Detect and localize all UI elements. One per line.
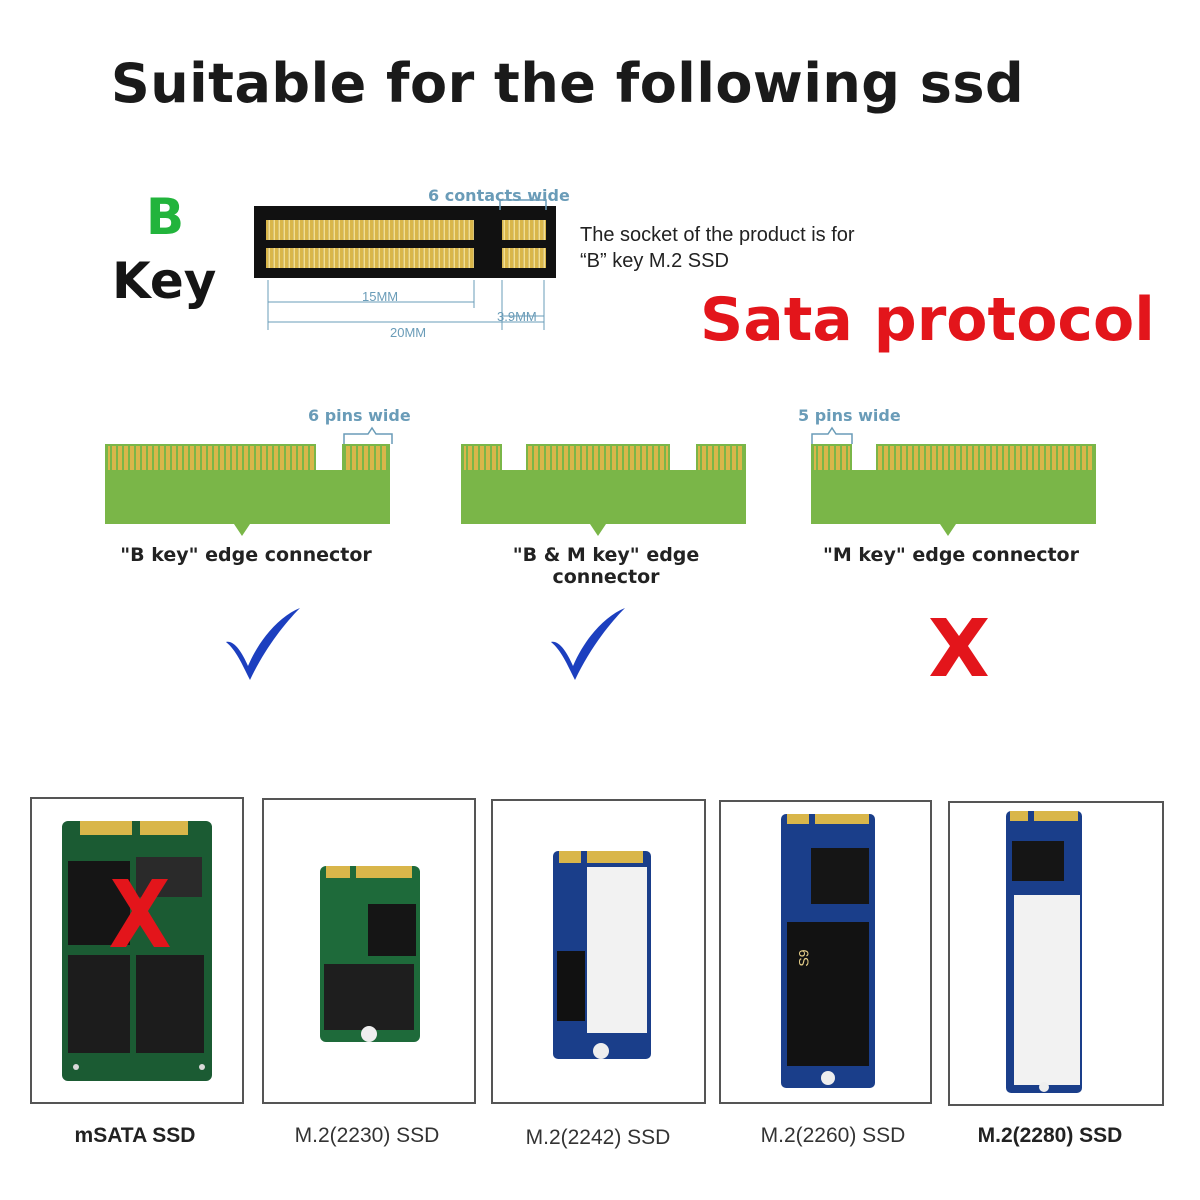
socket-note: The socket of the product is for “B” key…: [580, 222, 855, 274]
m-key-caption: "M key" edge connector: [823, 544, 1079, 566]
protocol-label: Sata protocol: [700, 285, 1155, 355]
five-pins-label: 5 pins wide: [798, 406, 901, 425]
ssd-frame-msata: [30, 797, 244, 1104]
b-m-key-caption: "B & M key" edge connector: [512, 544, 700, 588]
check-icon: [226, 608, 300, 680]
ssd-caption-2260: M.2(2260) SSD: [760, 1124, 906, 1147]
six-pins-label: 6 pins wide: [308, 406, 411, 425]
m2-2280-ssd-image: [1006, 811, 1082, 1093]
dim-20mm: 20MM: [390, 325, 427, 340]
ssd-frame-2280: [948, 801, 1164, 1106]
dim-3-9mm: 3.9MM: [497, 309, 537, 324]
m2-2260-ssd-image: [781, 814, 875, 1088]
socket-note-line2: “B” key M.2 SSD: [580, 250, 729, 272]
key-letter: B: [146, 188, 185, 246]
b-key-connector: [105, 444, 390, 536]
cross-icon: [930, 618, 988, 676]
ssd-caption-2242: M.2(2242) SSD: [525, 1126, 671, 1149]
msata-ssd-image: [62, 821, 212, 1081]
check-icon: [551, 608, 625, 680]
ssd-frame-2230: [262, 798, 476, 1104]
ssd-caption-2230: M.2(2230) SSD: [294, 1124, 440, 1147]
ssd-frame-2242: [491, 799, 706, 1104]
b-m-key-connector: [461, 444, 746, 536]
ssd-caption-2280: M.2(2280) SSD: [977, 1124, 1123, 1147]
dim-15mm: 15MM: [362, 289, 399, 304]
socket-diagram: [254, 199, 556, 330]
s9-model-label: S9: [795, 949, 812, 967]
key-word: Key: [112, 252, 217, 310]
contacts-wide-label: 6 contacts wide: [428, 186, 570, 205]
b-key-caption: "B key" edge connector: [120, 544, 372, 566]
six-pins-bracket: [343, 426, 393, 444]
page-title: Suitable for the following ssd: [110, 52, 1025, 115]
ssd-frame-2260: S9: [719, 800, 932, 1104]
m-key-connector: [811, 444, 1096, 536]
socket-note-line1: The socket of the product is for: [580, 224, 855, 246]
five-pins-bracket: [811, 426, 853, 444]
m2-2242-ssd-image: [553, 851, 651, 1059]
m2-2230-ssd-image: [320, 866, 420, 1042]
ssd-caption-msata: mSATA SSD: [74, 1124, 196, 1147]
